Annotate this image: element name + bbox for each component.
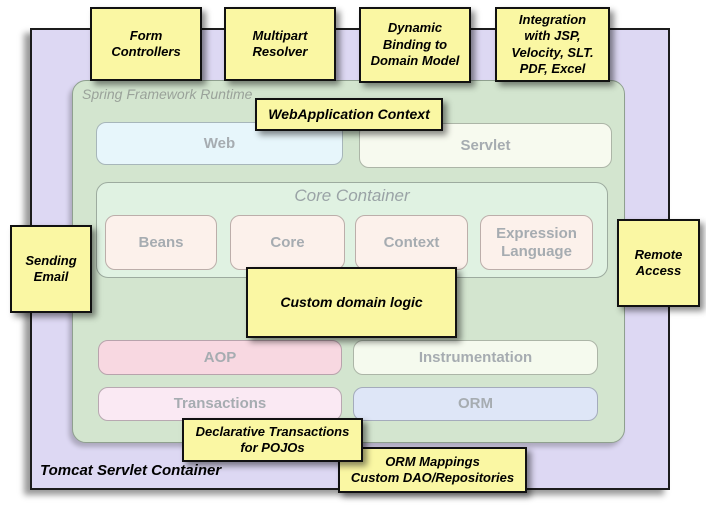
note-integration-with-jsp-velocity: Integration with JSP, Velocity, SLT. PDF… [495, 7, 610, 82]
core-container-title: Core Container [294, 186, 410, 205]
module-orm: ORM [353, 387, 598, 421]
module-beans: Beans [105, 215, 217, 270]
note-multipart-resolver: Multipart Resolver [224, 7, 336, 81]
note-form-controllers: Form Controllers [90, 7, 202, 81]
note-remote-access: Remote Access [617, 219, 700, 307]
spring-framework-runtime-label: Spring Framework Runtime [82, 86, 253, 102]
note-custom-domain-logic: Custom domain logic [246, 267, 457, 338]
note-orm-mappings-custom-dao: ORM Mappings Custom DAO/Repositories [338, 447, 527, 493]
module-instrumentation: Instrumentation [353, 340, 598, 375]
note-declarative-transactions-for-pojos: Declarative Transactions for POJOs [182, 418, 363, 462]
module-expression-language: Expression Language [480, 215, 593, 270]
note-sending-email: Sending Email [10, 225, 92, 313]
note-webapplication-context: WebApplication Context [255, 98, 443, 131]
note-dynamic-binding-to-domain-model: Dynamic Binding to Domain Model [359, 7, 471, 83]
module-core: Core [230, 215, 345, 270]
module-transactions: Transactions [98, 387, 342, 421]
module-aop: AOP [98, 340, 342, 375]
tomcat-servlet-container-label: Tomcat Servlet Container [40, 462, 222, 479]
module-context: Context [355, 215, 468, 270]
